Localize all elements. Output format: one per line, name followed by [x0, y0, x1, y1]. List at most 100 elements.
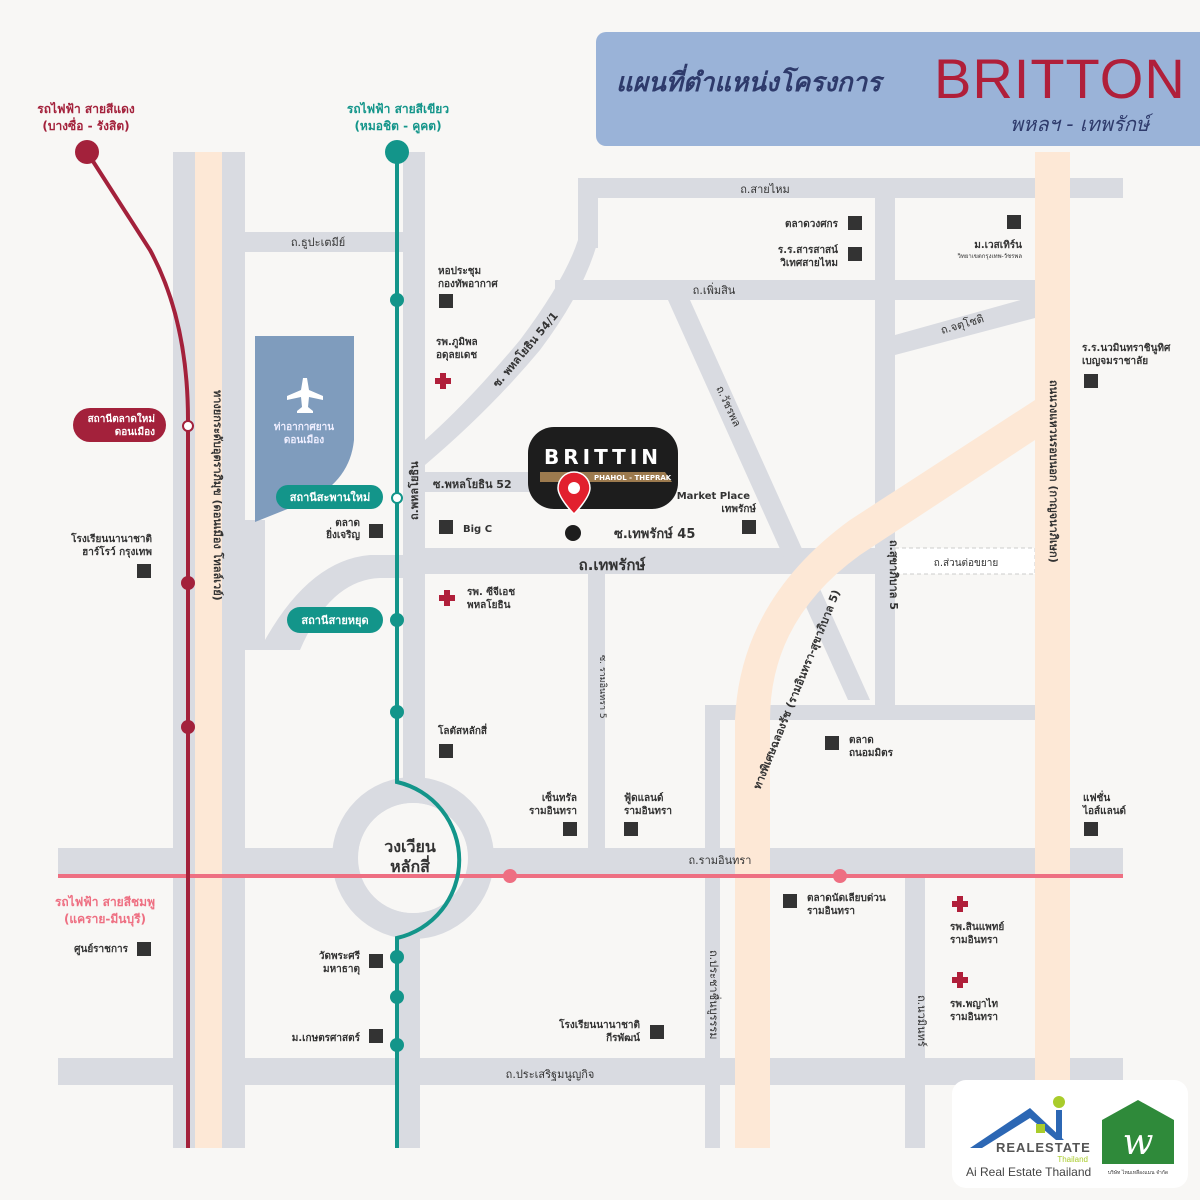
svg-text:รามอินทรา: รามอินทรา [950, 934, 998, 946]
road-label: ถนนวงแหวนรอบนอก (กาญจนาภิเษก) [1047, 380, 1060, 563]
svg-text:รามอินทรา: รามอินทรา [529, 805, 577, 817]
svg-text:REALESTATE: REALESTATE [996, 1140, 1091, 1155]
road-label: ถ.ส่วนต่อขยาย [934, 558, 998, 569]
map-title: แผนที่ตำแหน่งโครงการ [616, 68, 882, 98]
svg-text:โรงเรียนนานาชาติ: โรงเรียนนานาชาติ [70, 532, 152, 545]
title-banner: แผนที่ตำแหน่งโครงการ BRITTON พหลฯ - เทพร… [596, 32, 1200, 146]
svg-text:w: w [1123, 1122, 1154, 1163]
road-label: ซ.เทพรักษ์ 45 [614, 526, 695, 542]
svg-text:สถานีสะพานใหม่: สถานีสะพานใหม่ [290, 490, 371, 504]
airplane-icon [287, 378, 323, 413]
green-station-marker[interactable] [390, 293, 404, 307]
green-station-marker[interactable] [390, 613, 404, 627]
svg-text:เทพรักษ์: เทพรักษ์ [721, 503, 756, 515]
svg-text:ม.เวสเทิร์น: ม.เวสเทิร์น [974, 239, 1022, 251]
svg-text:ร.ร.นวมินทราชินูทิศ: ร.ร.นวมินทราชินูทิศ [1082, 342, 1171, 355]
road-label: ถ.นวมินทร์ [915, 995, 928, 1047]
road-label: ซ. พหลโยธิน 54/1 [490, 309, 561, 390]
svg-text:วิเทศสายไหม: วิเทศสายไหม [780, 256, 838, 269]
road-label: ซ. รามอินทรา 5 [597, 655, 608, 719]
svg-text:สถานีสายหยุด: สถานีสายหยุด [301, 614, 368, 628]
svg-text:รพ.สินแพทย์: รพ.สินแพทย์ [950, 921, 1004, 933]
svg-text:Thailand: Thailand [1057, 1155, 1088, 1164]
road-label: ถ.พหลโยธิน [407, 461, 421, 520]
svg-text:ดอนเมือง: ดอนเมือง [115, 426, 155, 438]
road-label: ถ.ธูปะเตมีย์ [291, 236, 345, 249]
svg-text:ศูนย์ราชการ: ศูนย์ราชการ [74, 943, 128, 956]
svg-text:ร.ร.สารสาสน์: ร.ร.สารสาสน์ [778, 244, 838, 256]
kanchanaphisek-ring-road [1035, 152, 1070, 1148]
road-extension-dashed [894, 547, 1036, 575]
pink-line-route-label: (แคราย-มีนบุรี) [64, 912, 146, 927]
hospital-icon [435, 373, 968, 988]
station-don-mueang[interactable]: สถานีตลาดใหม่ ดอนเมือง [73, 408, 166, 442]
airport-area [255, 336, 354, 522]
station-sai-yut[interactable]: สถานีสายหยุด [287, 607, 383, 633]
red-station-marker[interactable] [181, 576, 195, 590]
svg-text:โลตัสหลักสี่: โลตัสหลักสี่ [437, 723, 488, 737]
green-line-route [395, 152, 462, 1148]
svg-text:ฮาร์โรว์ กรุงเทพ: ฮาร์โรว์ กรุงเทพ [82, 545, 152, 558]
road-label: ทางยกระดับอุตราภิมุข (ดอนเมือง โทลล์เวย์… [210, 390, 225, 601]
road-label: ถ.รามอินทรา [689, 854, 752, 867]
red-station-marker[interactable] [181, 720, 195, 734]
svg-text:Market Place: Market Place [677, 491, 750, 502]
pink-station-marker[interactable] [503, 869, 517, 883]
svg-text:สถานีตลาดใหม่: สถานีตลาดใหม่ [88, 412, 155, 425]
road-label: ถ.ประเสริฐมนูญกิจ [506, 1068, 595, 1081]
green-interchange-marker[interactable] [391, 492, 403, 504]
pink-station-marker[interactable] [833, 869, 847, 883]
project-logo-badge[interactable]: BRITTIN PHAHOL - THEPRAK [528, 427, 678, 509]
green-line-terminus [385, 140, 409, 164]
red-line-terminus [75, 140, 99, 164]
svg-text:มหาธาตุ: มหาธาตุ [323, 964, 360, 975]
svg-text:เบญจมราชาลัย: เบญจมราชาลัย [1082, 355, 1148, 367]
realestate-logo: REALESTATE Thailand Ai Real Estate Thail… [966, 1096, 1174, 1179]
svg-text:ตลาด: ตลาด [849, 735, 874, 746]
svg-text:รพ.พญาไท: รพ.พญาไท [950, 997, 999, 1010]
svg-text:Ai Real Estate Thailand: Ai Real Estate Thailand [966, 1165, 1091, 1179]
svg-text:รามอินทรา: รามอินทรา [624, 805, 672, 817]
svg-text:ไอส์แลนด์: ไอส์แลนด์ [1082, 804, 1126, 817]
svg-text:รามอินทรา: รามอินทรา [950, 1011, 998, 1023]
svg-text:เซ็นทรัล: เซ็นทรัล [542, 790, 577, 804]
green-station-marker[interactable] [390, 990, 404, 1004]
project-tagline: PHAHOL - THEPRAK [594, 474, 672, 482]
road-label: ถ.เทพรักษ์ [579, 556, 646, 574]
logo-panel: REALESTATE Thailand Ai Real Estate Thail… [952, 1080, 1188, 1188]
red-interchange-marker[interactable] [182, 420, 194, 432]
airport-label: ดอนเมือง [284, 434, 324, 446]
project-brand: BRITTON [934, 47, 1186, 110]
roundabout-label: หลักสี่ [390, 855, 430, 876]
red-line-route [85, 150, 190, 1148]
svg-text:ตลาด: ตลาด [335, 518, 360, 529]
airport-label: ท่าอากาศยาน [274, 421, 334, 433]
green-station-marker[interactable] [390, 950, 404, 964]
station-saphan-mai[interactable]: สถานีสะพานใหม่ [276, 485, 383, 509]
svg-text:ฟู้ดแลนด์: ฟู้ดแลนด์ [624, 792, 663, 805]
svg-text:BRITTIN: BRITTIN [544, 445, 662, 469]
road-label: ถ.เพิ่มสิน [693, 282, 736, 297]
pink-line-label: รถไฟฟ้า สายสีชมพู [55, 894, 155, 910]
svg-text:วัดพระศรี: วัดพระศรี [319, 950, 361, 962]
svg-text:ตลาดวงศกร: ตลาดวงศกร [785, 219, 839, 230]
svg-text:วิทยาเขตกรุงเทพ-วัชรพล: วิทยาเขตกรุงเทพ-วัชรพล [957, 253, 1022, 260]
svg-text:กองทัพอากาศ: กองทัพอากาศ [438, 278, 498, 290]
laksi-roundabout [332, 777, 494, 939]
svg-text:กีรพัฒน์: กีรพัฒน์ [606, 1032, 640, 1044]
poi-labels: ตลาดวงศกร ร.ร.สารสาสน์ วิเทศสายไหม ม.เวส… [70, 219, 1171, 1044]
tollway [195, 152, 222, 1148]
chalong-rat-expressway [735, 400, 1035, 1148]
svg-text:พหลโยธิน: พหลโยธิน [467, 598, 511, 611]
green-line-label: รถไฟฟ้า สายสีเขียว [347, 101, 449, 116]
road-label: ถ.ประชาชื่นบูรรรม [707, 950, 722, 1040]
poi-markers [137, 215, 1098, 1043]
green-station-marker[interactable] [390, 705, 404, 719]
red-line-route-label: (บางซื่อ - รังสิต) [42, 117, 129, 133]
svg-text:Big C: Big C [463, 524, 492, 535]
svg-text:แฟชั่น: แฟชั่น [1083, 790, 1110, 804]
project-location-dot [565, 525, 581, 541]
svg-text:รามอินทรา: รามอินทรา [807, 905, 855, 917]
green-station-marker[interactable] [390, 1038, 404, 1052]
